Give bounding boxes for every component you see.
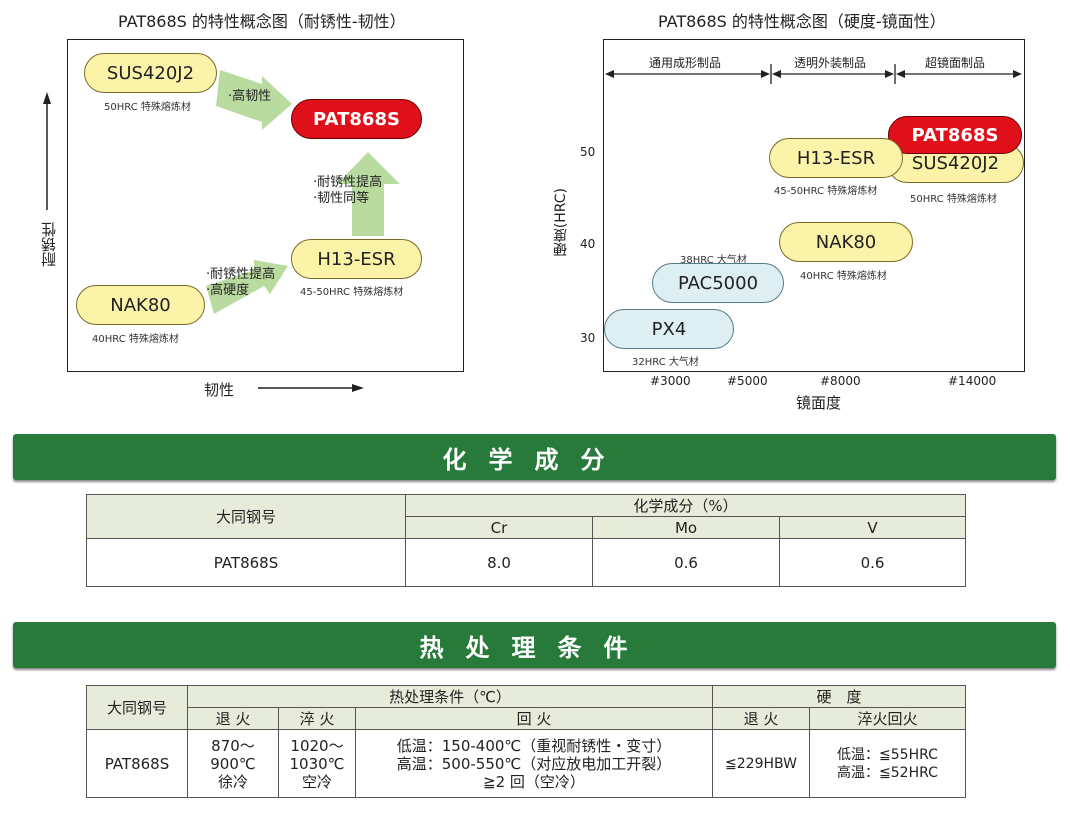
heat-row-anneal: 870～ 900℃ 徐冷 (187, 729, 279, 798)
caption2-px4: 32HRC 大气材 (632, 357, 699, 368)
pill2-pac5000: PAC5000 (652, 263, 784, 303)
pill-h13-esr: H13-ESR (291, 239, 422, 279)
pill2-h13-esr: H13-ESR (769, 138, 903, 178)
comp-row-cr: 8.0 (405, 538, 593, 587)
pill2-px4: PX4 (604, 309, 734, 349)
quench-line: 1020～ (290, 736, 344, 755)
heat-steel-header: 大同钢号 (86, 685, 188, 730)
note-high-hardness: ·高硬度 (206, 283, 250, 298)
temper-line: 低温：150-400℃（重视耐锈性・变寸） (396, 736, 672, 755)
chart2-y-label: 硬度(HRC) (553, 188, 569, 257)
comp-group-header: 化学成分（%） (405, 494, 966, 517)
chart1-x-label: 韧性 (204, 381, 235, 399)
comp-col-v: V (779, 516, 966, 539)
heat-sub-hard-anneal: 退 火 (712, 707, 810, 730)
range-mirror: 超镜面制品 (925, 56, 986, 70)
caption-sus420j2: 50HRC 特殊熔炼材 (104, 102, 191, 113)
y-tick-50: 50 (580, 145, 596, 159)
heat-sub-quench: 淬 火 (278, 707, 356, 730)
note-high-toughness: ·高韧性 (228, 89, 272, 104)
heat-row-hard-qt: 低温：≦55HRC 高温：≦52HRC (809, 729, 966, 798)
caption2-h13-esr: 45-50HRC 特殊熔炼材 (774, 186, 878, 197)
caption2-nak80: 40HRC 特殊熔炼材 (800, 271, 887, 282)
comp-row-mo: 0.6 (592, 538, 780, 587)
comp-col-cr: Cr (405, 516, 593, 539)
heat-row-temper: 低温：150-400℃（重视耐锈性・变寸） 高温：500-550℃（对应放电加工… (355, 729, 713, 798)
heat-hardness-header: 硬 度 (712, 685, 966, 708)
heat-row-hard-anneal: ≦229HBW (712, 729, 810, 798)
heat-row-quench: 1020～ 1030℃ 空冷 (278, 729, 356, 798)
heat-sub-hard-qt: 淬火回火 (809, 707, 966, 730)
note-rust-up-2: ·耐锈性提高 (206, 267, 276, 282)
caption-nak80: 40HRC 特殊熔炼材 (92, 334, 179, 345)
chart1-title: PAT868S 的特性概念图（耐锈性-韧性） (118, 12, 406, 31)
pill2-pat868s: PAT868S (888, 116, 1022, 154)
heat-banner: 热处理条件 (13, 622, 1056, 668)
y-tick-40: 40 (580, 237, 596, 251)
comp-row-v: 0.6 (779, 538, 966, 587)
heat-table: 大同钢号 热处理条件（℃） 硬 度 退 火 淬 火 回 火 退 火 淬火回火 P… (86, 685, 966, 798)
x-tick-5000: #5000 (727, 374, 768, 388)
quench-line: 1030℃ (289, 754, 345, 773)
anneal-line: 900℃ (210, 754, 256, 773)
arrow-lower (206, 260, 288, 314)
hard-qt-line: 低温：≦55HRC (837, 746, 938, 763)
pill2-nak80: NAK80 (779, 222, 913, 262)
x-tick-14000: #14000 (948, 374, 997, 388)
note-toughness-same: ·韧性同等 (313, 191, 370, 206)
caption2-sus420j2: 50HRC 特殊熔炼材 (910, 194, 997, 205)
heat-group-header: 热处理条件（℃） (187, 685, 713, 708)
y-tick-30: 30 (580, 331, 596, 345)
range-transparent: 透明外装制品 (794, 56, 867, 70)
hard-qt-line: 高温：≦52HRC (837, 764, 938, 781)
pill-nak80: NAK80 (76, 285, 205, 325)
x-tick-3000: #3000 (650, 374, 691, 388)
caption2-pac5000: 38HRC 大气材 (680, 255, 747, 266)
caption-h13-esr: 45-50HRC 特殊熔炼材 (300, 287, 404, 298)
x-tick-8000: #8000 (820, 374, 861, 388)
heat-sub-temper: 回 火 (355, 707, 713, 730)
comp-steel-header: 大同钢号 (86, 494, 406, 539)
range-general: 通用成形制品 (649, 56, 722, 70)
arrow-up (337, 152, 400, 236)
composition-table: 大同钢号 化学成分（%） Cr Mo V PAT868S 8.0 0.6 0.6 (86, 494, 966, 587)
quench-line: 空冷 (301, 772, 332, 791)
anneal-line: 徐冷 (217, 772, 248, 791)
comp-col-mo: Mo (592, 516, 780, 539)
pill-sus420j2: SUS420J2 (84, 53, 217, 93)
chart2-frame (603, 39, 1025, 372)
chart1-frame (67, 39, 464, 372)
temper-line: ≧2 回（空冷） (483, 772, 585, 791)
chart1-y-label: 耐锈性 (40, 222, 58, 267)
comp-row-steel: PAT868S (86, 538, 406, 587)
heat-sub-anneal: 退 火 (187, 707, 279, 730)
arrow-up-right (216, 70, 292, 130)
chart-arrows (43, 64, 1022, 392)
heat-row-steel: PAT868S (86, 729, 188, 798)
composition-banner: 化学成分 (13, 434, 1056, 480)
chart2-title: PAT868S 的特性概念图（硬度-镜面性） (658, 12, 946, 31)
note-rust-up: ·耐锈性提高 (313, 175, 383, 190)
pill-pat868s: PAT868S (291, 99, 422, 139)
anneal-line: 870～ (211, 736, 255, 755)
chart2-x-label: 镜面度 (796, 394, 842, 412)
temper-line: 高温：500-550℃（对应放电加工开裂） (396, 754, 672, 773)
